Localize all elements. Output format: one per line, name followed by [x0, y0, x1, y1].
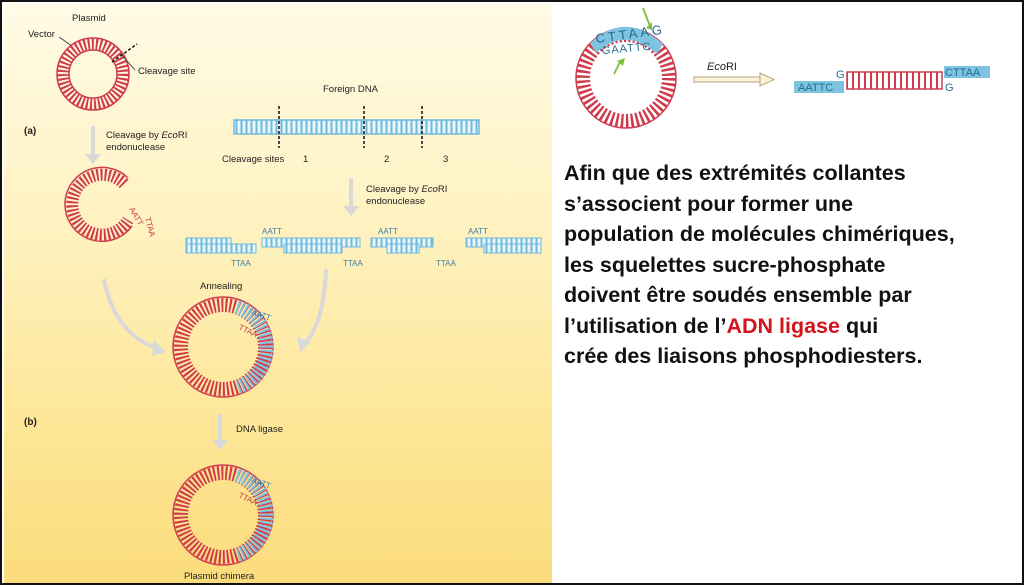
left-sticky-end — [794, 81, 844, 93]
cleavage-step-left: Cleavage by EcoRI — [106, 130, 187, 141]
explanation-line-7: crée des liaisons phosphodiesters. — [564, 344, 923, 368]
cut-plasmid-seq-top: AATT — [127, 206, 145, 228]
cut-arrow-top — [642, 7, 651, 27]
fragment-seq-aatt-3: AATT — [468, 227, 488, 236]
cut-plasmid — [66, 168, 134, 241]
endonuclease-right: endonuclease — [366, 196, 425, 207]
linear-plasmid — [846, 71, 943, 90]
dna-ligase-label: DNA ligase — [236, 424, 283, 435]
fragment-seq-ttaa-1: TTAA — [231, 259, 252, 268]
ecori-reaction-arrow — [693, 76, 763, 83]
foreign-dna-label: Foreign DNA — [323, 84, 379, 95]
cut-plasmid-seq-bottom: TTAA — [143, 216, 157, 238]
plasmid-chimera — [174, 466, 272, 564]
dna-fragments — [185, 237, 542, 254]
plasmid-label: Plasmid — [72, 13, 106, 24]
ligated-foreign-dna — [234, 468, 274, 562]
explanation-line-1: Afin que des extrémités collantes — [564, 161, 906, 185]
right-end-bottom: G — [945, 82, 954, 94]
fragment-seq-ttaa-3: TTAA — [436, 259, 457, 268]
site-2-label: 2 — [384, 154, 389, 165]
chimera-seq-ttaa: TTAA — [237, 491, 259, 508]
explanation-line-6: l’utilisation de l’ADN ligase qui — [564, 313, 879, 338]
ecori-cut-figure: CTTAAG GAATTC EcoRI G AATTC CTTAA G — [575, 7, 990, 129]
site-3-label: 3 — [443, 154, 448, 165]
fragment-seq-aatt-2: AATT — [378, 227, 398, 236]
ligase-explanation: Afin que des extrémités collantes s’asso… — [564, 158, 1022, 372]
adn-ligase-highlight: ADN ligase — [726, 313, 840, 338]
foreign-dna-strand — [233, 119, 480, 135]
explanation-line-2: s’associent pour former une — [564, 191, 854, 216]
annealing-plasmid — [174, 298, 272, 396]
ecori-recognition-site — [590, 26, 663, 54]
endonuclease-left: endonuclease — [106, 142, 165, 153]
left-end-top: G — [836, 69, 845, 81]
cleavage-sites-label: Cleavage sites — [222, 154, 285, 165]
right-end-top: CTTAA — [945, 67, 981, 79]
panel-b-label: (b) — [24, 417, 37, 428]
vector-label: Vector — [28, 29, 55, 40]
ecori-bottom-seq: GAATTC — [601, 41, 652, 57]
right-sticky-end — [944, 66, 990, 78]
annealed-foreign-dna — [234, 300, 274, 394]
intact-plasmid — [57, 38, 129, 110]
explanation-line-3: population de molécules chimériques, — [564, 222, 955, 246]
fragment-seq-aatt-1: AATT — [262, 227, 282, 236]
explanation-line-5: doivent être soudés ensemble par — [564, 283, 912, 307]
site-1-label: 1 — [303, 154, 308, 165]
panel-a-label: (a) — [24, 126, 36, 137]
fragment-seq-ttaa-2: TTAA — [343, 259, 364, 268]
left-end-bottom: AATTC — [798, 82, 833, 94]
plasmid-chimera-label: Plasmid chimera — [184, 571, 255, 582]
recombinant-dna-diagram-panel: Plasmid Vector Cleavage site (a) Cleavag… — [4, 4, 552, 583]
ecori-enzyme-label: EcoRI — [707, 61, 737, 73]
cleavage-site-label: Cleavage site — [138, 66, 196, 77]
explanation-line-4: les squelettes sucre-phosphate — [564, 252, 886, 277]
cleavage-step-right: Cleavage by EcoRI — [366, 184, 447, 195]
recombinant-dna-diagram: Plasmid Vector Cleavage site (a) Cleavag… — [24, 13, 542, 582]
annealing-label: Annealing — [200, 281, 242, 292]
annealing-seq-ttaa: TTAA — [237, 323, 259, 340]
